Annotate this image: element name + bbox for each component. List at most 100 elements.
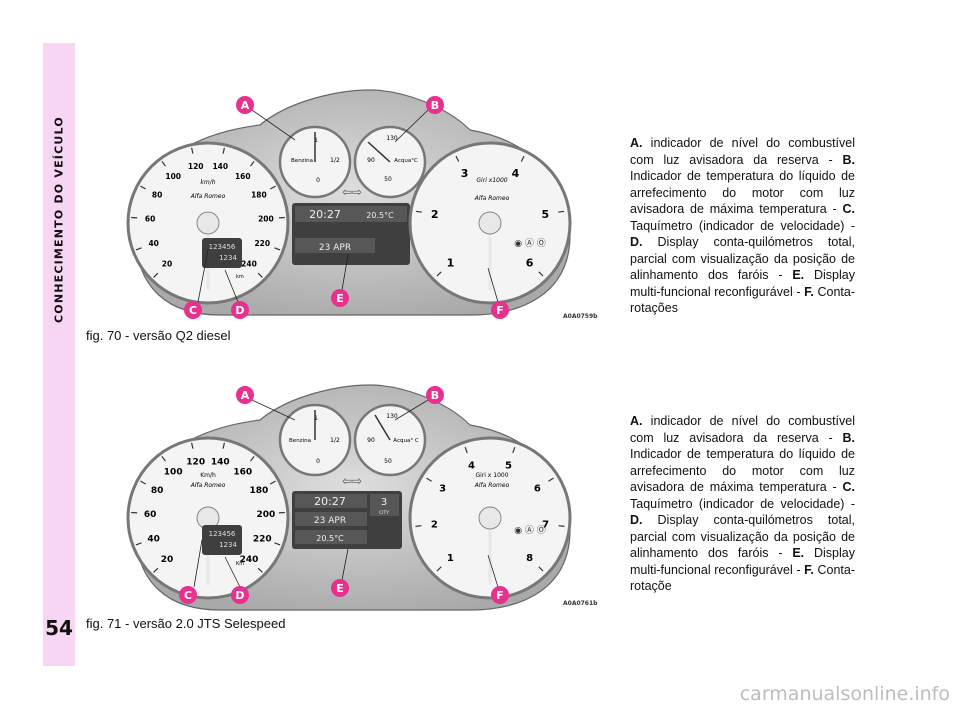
display-date: 23 APR (314, 516, 346, 526)
page-number: 54 (45, 616, 73, 640)
dial-tick-label: 180 (250, 486, 269, 496)
dial-tick-mark (222, 442, 225, 449)
dial-tick-label: 160 (233, 468, 252, 478)
svg-text:B: B (431, 99, 439, 112)
dial-tick-mark (558, 525, 565, 527)
dial-tick-label: 8 (526, 553, 533, 564)
odometer-total: 123456 (209, 530, 236, 538)
fuel-label: Benzina (291, 158, 313, 164)
dial-tick-mark (415, 525, 422, 527)
dial-tick-mark (436, 271, 442, 277)
dial-tick-label: 4 (512, 167, 520, 180)
odometer-unit: km (236, 274, 244, 280)
display-date: 23 APR (319, 243, 351, 253)
dial-tick-mark (135, 247, 142, 251)
turn-signal-icon: ⇦⇨ (342, 185, 362, 199)
dial-tick-mark (274, 247, 281, 251)
callout-F: F (487, 267, 509, 319)
dial-tick-label: 7 (542, 520, 549, 531)
dial-tick-label: 2 (431, 208, 439, 221)
dial-tick-label: 20 (161, 555, 174, 565)
dial-tick-mark (140, 185, 146, 190)
svg-text:50: 50 (384, 176, 392, 183)
dial-tick-label: 1 (447, 553, 454, 564)
dial-tick-label: 100 (165, 172, 181, 181)
dial-tick-label: 120 (188, 162, 204, 171)
callout-B: B (394, 96, 444, 143)
dial-tick-mark (191, 147, 194, 154)
dial-tick-mark (153, 567, 159, 573)
dial-tick-label: 1 (447, 256, 455, 269)
dial-tick-mark (270, 480, 276, 485)
svg-text:E: E (336, 292, 344, 305)
callout-E: E (331, 548, 349, 597)
temperature-label: Acqua° C (393, 438, 419, 444)
display-temperature: 20.5°C (366, 211, 394, 220)
dial-tick-mark (135, 542, 142, 546)
odometer-partial: 1234 (219, 254, 237, 262)
dial-tick-label: 80 (152, 191, 162, 200)
dial-tick-label: 6 (534, 484, 541, 495)
svg-text:50: 50 (384, 458, 392, 465)
dial-tick-label: 4 (468, 461, 475, 472)
dial-tick-mark (520, 155, 525, 162)
dial-tick-label: 5 (541, 208, 549, 221)
dial-tick-mark (538, 271, 544, 277)
callout-E: E (331, 254, 349, 307)
svg-text:90: 90 (367, 157, 375, 164)
speedometer-unit: Km/h (200, 472, 216, 479)
tachometer-unit: Giri x1000 (476, 177, 507, 184)
figure-description: A. indicador de nível do combustível com… (630, 414, 855, 593)
warning-lights-icon: ◉ Ⓐ Ⓞ (514, 525, 546, 536)
dial-tick-mark (161, 161, 166, 167)
callout-D: D (224, 269, 249, 319)
dial-tick-label: 180 (251, 191, 267, 200)
callout-B: B (394, 386, 444, 421)
odometer-partial: 1234 (219, 541, 237, 549)
svg-text:A: A (241, 389, 250, 402)
callout-A: A (236, 386, 296, 421)
brand-logo: Alfa Romeo (474, 482, 510, 489)
dial-tick-label: 100 (164, 468, 183, 478)
figure-code: A0A0759b (563, 313, 598, 320)
svg-text:1: 1 (314, 137, 318, 144)
svg-text:D: D (235, 304, 244, 317)
brand-logo: Alfa Romeo (190, 193, 226, 200)
callout-C: C (184, 249, 209, 319)
callout-A: A (236, 96, 296, 141)
figure-caption: fig. 71 - versão 2.0 JTS Selespeed (86, 616, 286, 631)
dial-tick-mark (222, 147, 225, 154)
dial-tick-mark (512, 447, 516, 454)
dial-tick-label: 60 (144, 510, 157, 520)
dial-tick-mark (257, 272, 263, 278)
svg-text:1/2: 1/2 (330, 437, 340, 444)
dial-tick-mark (191, 442, 194, 449)
dial-tick-mark (558, 210, 565, 213)
callout-F: F (487, 554, 509, 604)
svg-text:130: 130 (386, 413, 398, 420)
dial-tick-label: 6 (526, 256, 534, 269)
display-mode: CITY (379, 510, 389, 516)
dial-tick-label: 200 (258, 214, 274, 223)
dial-tick-mark (464, 447, 468, 454)
dial-tick-mark (161, 456, 166, 462)
brand-logo: Alfa Romeo (190, 482, 226, 489)
dial-tick-mark (250, 161, 255, 167)
svg-text:B: B (431, 389, 439, 402)
speedometer-unit: km/h (200, 179, 215, 186)
temperature-label: Acqua°C (394, 158, 418, 164)
dial-tick-label: 140 (211, 457, 230, 467)
svg-text:1: 1 (314, 415, 318, 422)
dial-tick-mark (415, 210, 422, 213)
fuel-label: Benzina (289, 438, 311, 444)
dial-tick-label: 3 (439, 484, 446, 495)
display-clock: 20:27 (314, 495, 346, 508)
watermark: carmanualsonline.info (739, 683, 950, 705)
svg-text:0: 0 (316, 458, 320, 465)
dial-tick-mark (274, 542, 281, 546)
dial-tick-label: 2 (431, 520, 438, 531)
